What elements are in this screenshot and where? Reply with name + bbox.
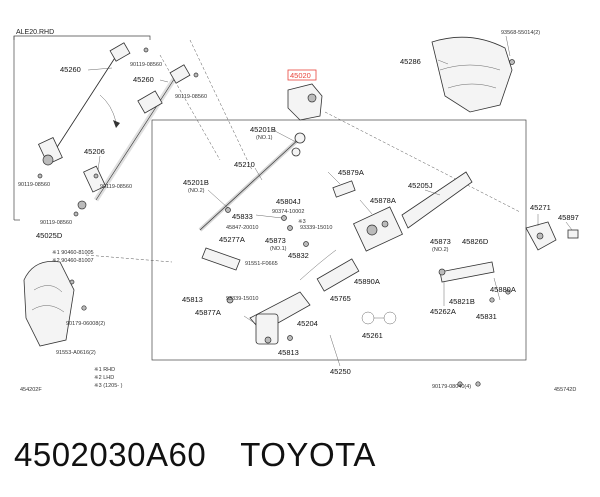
fasteners	[37, 47, 511, 387]
label-45262a: 45262A	[430, 307, 456, 316]
label-90119-d: 90119-08560	[100, 184, 132, 190]
label-45201b: 45201B	[250, 125, 276, 134]
note-rhd: ※1 RHD	[94, 366, 115, 373]
label-45813-a: 45813	[182, 295, 203, 304]
intermediate-shaft-b	[77, 64, 191, 210]
code-right: 455742D	[554, 387, 576, 393]
label-45831: 45831	[476, 312, 497, 321]
assembly-arrow	[99, 94, 117, 123]
column-tube	[353, 171, 473, 252]
label-91551: 91551-F0665	[245, 261, 278, 267]
arrow-head	[113, 120, 120, 128]
label-45201b-2: 45201B	[183, 178, 209, 187]
intermediate-shaft-a	[37, 42, 131, 166]
label-45879a: 45879A	[338, 168, 364, 177]
highlight-box	[287, 69, 317, 81]
label-45020: 45020	[290, 71, 311, 80]
note-1205: ※3 (1205- )	[94, 382, 123, 389]
column-cover	[431, 36, 515, 113]
steering-main-shaft	[198, 132, 306, 232]
label-45873-a-no1: (NO.1)	[270, 246, 287, 252]
boot-45025d	[23, 261, 87, 347]
code-left: 454202F	[20, 387, 42, 393]
part-number: 4502030A60	[14, 436, 207, 473]
part-caption: 4502030A60 TOYOTA	[14, 436, 376, 474]
lever-45277a	[201, 247, 241, 271]
label-45878a: 45878A	[370, 196, 396, 205]
label-45277a: 45277A	[219, 235, 245, 244]
label-45821b: 45821B	[449, 297, 475, 306]
label-45880a: 45880A	[490, 285, 516, 294]
part-45020-body	[287, 83, 323, 121]
label-45025d: 45025D	[36, 231, 63, 240]
label-45204: 45204	[297, 319, 318, 328]
bracket-45879a	[332, 180, 356, 198]
cable-45832	[299, 249, 337, 281]
label-45897: 45897	[558, 213, 579, 222]
label-45201b-no2: (NO.2)	[188, 188, 205, 194]
label-90374: 90374-10002	[272, 209, 304, 215]
parts-diagram: ALE20.RHD	[13, 29, 579, 393]
label-90179-b: 90179-08040(4)	[432, 384, 471, 390]
label-90119-c: 90119-08560	[18, 182, 50, 188]
label-90119-a: 90119-08560	[130, 62, 162, 68]
label-93339-b: 93339-15010	[226, 296, 258, 302]
label-45765: 45765	[330, 294, 351, 303]
label-90460-1: ※1 90460-81005	[52, 249, 94, 256]
spring-45261	[361, 311, 397, 325]
main-frame	[151, 119, 527, 361]
label-45832: 45832	[288, 251, 309, 260]
label-93568: 93568-55014(2)	[501, 30, 540, 36]
brand-name: TOYOTA	[240, 436, 376, 473]
label-90119-e: 90119-08560	[40, 220, 72, 226]
part-labels: 45260 45260 90119-08560 90119-08560 4520…	[18, 30, 579, 393]
label-90119-b: 90119-08560	[175, 94, 207, 100]
label-45250: 45250	[330, 367, 351, 376]
label-45873-b-no2: (NO.2)	[432, 247, 449, 253]
label-45286: 45286	[400, 57, 421, 66]
leader-lines	[87, 35, 573, 367]
label-90179-a: 90179-06008(2)	[66, 321, 105, 327]
lower-column	[249, 291, 311, 345]
label-45847: 45847-20010	[226, 225, 258, 231]
inset-title: ALE20.RHD	[16, 29, 54, 36]
inset-frame: ALE20.RHD	[13, 29, 151, 221]
label-45813-b: 45813	[278, 348, 299, 357]
label-45826d: 45826D	[462, 237, 489, 246]
label-90460-2: ※2 90460-81007	[52, 257, 94, 264]
label-45261: 45261	[362, 331, 383, 340]
bracket-45826d	[439, 261, 495, 283]
cover-45765	[316, 258, 360, 292]
label-45804j: 45804J	[276, 197, 301, 206]
label-45873-a: 45873	[265, 236, 286, 245]
label-45210: 45210	[234, 160, 255, 169]
label-45206: 45206	[84, 147, 105, 156]
label-45260-a: 45260	[60, 65, 81, 74]
label-45833: 45833	[232, 212, 253, 221]
label-91553: 91553-A0616(2)	[56, 350, 96, 356]
label-45205j: 45205J	[408, 181, 433, 190]
label-93339-a: 93339-15010	[300, 225, 332, 231]
label-45260-b: 45260	[133, 75, 154, 84]
gear-45271	[525, 221, 579, 251]
label-45877a: 45877A	[195, 308, 221, 317]
label-note-3: ※3	[298, 218, 306, 225]
note-lhd: ※2 LHD	[94, 374, 114, 381]
label-45873-b: 45873	[430, 237, 451, 246]
label-45201b-no1: (NO.1)	[256, 135, 273, 141]
label-45271: 45271	[530, 203, 551, 212]
label-45890a: 45890A	[354, 277, 380, 286]
